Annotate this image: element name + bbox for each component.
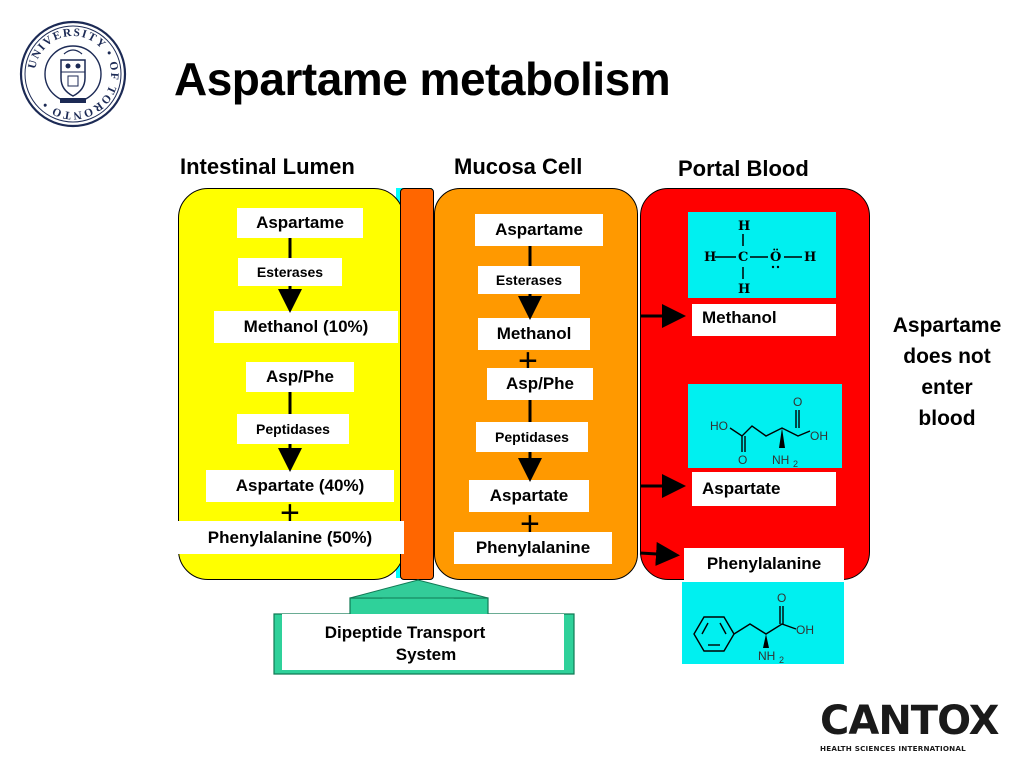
university-seal-icon: UNIVERSITY • OF TORONTO • — [19, 20, 127, 128]
methanol-atom-h-top: H — [738, 219, 750, 234]
aspartate-structure-box: HO O O OH NH 2 — [688, 384, 842, 469]
lumen-methanol-label: Methanol (10%) — [214, 311, 398, 343]
column-header-mucosa: Mucosa Cell — [454, 154, 583, 179]
lumen-peptidases-label: Peptidases — [237, 414, 349, 444]
phenylalanine-atom-sub2: 2 — [779, 655, 784, 664]
mucosa-aspartame-label: Aspartame — [475, 214, 603, 246]
aspartate-atom-sub2: 2 — [793, 459, 798, 468]
transport-label: Dipeptide Transport System — [282, 622, 564, 666]
side-note-line-3: enter — [921, 376, 973, 399]
portal-phenylalanine-label: Phenylalanine — [684, 548, 844, 580]
mucosa-phenylalanine-label: Phenylalanine — [454, 532, 612, 564]
transport-inner-box — [282, 614, 564, 670]
mucosa-asp-phe-label: Asp/Phe — [487, 368, 593, 400]
phenylalanine-structure-box: O OH NH 2 — [682, 582, 844, 665]
aspartate-structure-icon: HO O O OH NH 2 — [710, 395, 828, 469]
transport-label-line-1: Dipeptide Transport — [324, 623, 486, 642]
methanol-atom-c: C — [738, 250, 748, 265]
mucosa-aspartate-label: Aspartate — [469, 480, 589, 512]
mucosa-methanol-label: Methanol — [478, 318, 590, 350]
lumen-esterases-label: Esterases — [238, 258, 342, 286]
phenylalanine-atom-o: O — [777, 591, 786, 605]
side-note-line-2: does not — [903, 345, 991, 368]
methanol-atom-h-left: H — [704, 250, 716, 265]
portal-methanol-label: Methanol — [692, 304, 836, 336]
column-header-portal: Portal Blood — [678, 156, 809, 181]
side-note: Aspartame does not enter blood — [872, 310, 1022, 434]
column-header-lumen: Intestinal Lumen — [180, 154, 355, 179]
phenylalanine-atom-oh: OH — [796, 623, 814, 637]
cantox-brand: CANTOX — [820, 698, 1000, 744]
methanol-atom-h-right: H — [804, 250, 816, 265]
methanol-atom-o: Ö — [770, 248, 781, 265]
aspartate-atom-ho: HO — [710, 419, 728, 433]
lumen-phenylalanine-label: Phenylalanine (50%) — [176, 521, 404, 554]
portal-aspartate-label: Aspartate — [692, 472, 836, 506]
lumen-asp-phe-label: Asp/Phe — [246, 362, 354, 392]
side-note-line-1: Aspartame — [892, 314, 1002, 337]
cantox-logo: CANTOX HEALTH SCIENCES INTERNATIONAL — [820, 700, 1016, 758]
aspartate-atom-nh: NH — [772, 453, 789, 467]
aspartate-atom-o-bottom: O — [738, 453, 747, 467]
phenylalanine-structure-icon: O OH NH 2 — [693, 591, 814, 665]
aspartate-atom-o-top: O — [793, 395, 802, 409]
methanol-atom-h-bottom: H — [738, 282, 750, 297]
side-note-line-4: blood — [918, 407, 976, 430]
methanol-structure-icon: H H C Ö H H — [704, 219, 816, 297]
lumen-aspartame-label: Aspartame — [237, 208, 363, 238]
lumen-aspartate-label: Aspartate (40%) — [206, 470, 394, 502]
slide-title: Aspartame metabolism — [174, 53, 671, 105]
phenylalanine-atom-nh: NH — [758, 649, 775, 663]
aspartate-atom-oh: OH — [810, 429, 828, 443]
cantox-subtitle: HEALTH SCIENCES INTERNATIONAL — [820, 744, 966, 753]
university-seal-logo: UNIVERSITY • OF TORONTO • — [18, 18, 128, 130]
transport-arrow-head — [349, 579, 489, 599]
mucosa-peptidases-label: Peptidases — [476, 422, 588, 452]
portal-arrow-phenylalanine — [639, 541, 680, 566]
membrane-bar — [400, 188, 434, 580]
transport-label-line-2: System — [395, 645, 457, 664]
methanol-structure-box: H H C Ö H H — [688, 212, 836, 298]
mucosa-esterases-label: Esterases — [478, 266, 580, 294]
